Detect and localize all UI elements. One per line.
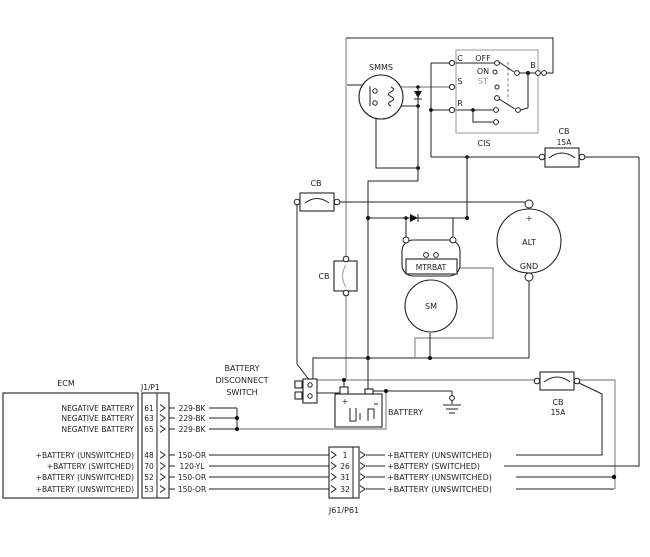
alt-label: ALT (522, 238, 536, 247)
ecm-pin: 52 (144, 473, 154, 482)
cis-key-switch: C OFF ON ST B S R CIS (448, 49, 553, 148)
wire-code: 150-OR (178, 451, 206, 460)
cis-terminal-c: C (457, 54, 463, 63)
circuit-breaker-main: CB (318, 255, 358, 297)
sm-label: SM (425, 302, 437, 311)
ecm-row-label: +BATTERY (UNSWITCHED) (36, 451, 134, 460)
circuit-breaker-key: CB 15A (538, 127, 586, 168)
j61-label: J61/P61 (328, 506, 359, 515)
cis-pos-on: ON (477, 67, 489, 76)
ecm-pin: 48 (144, 451, 154, 460)
ecm-pin: 63 (144, 414, 154, 423)
row-label: +BATTERY (UNSWITCHED) (387, 485, 492, 494)
right-row-labels: +BATTERY (UNSWITCHED) +BATTERY (SWITCHED… (387, 451, 492, 494)
diode-icon (410, 214, 419, 222)
cis-pos-st: ST (478, 77, 488, 86)
wire-codes: 229-BK 229-BK 229-BK 150-OR 120-YL 150-O… (175, 403, 209, 494)
ecm-connector-name: J1/P1 (140, 383, 160, 392)
circuit-breaker-batt: CB 15A (533, 371, 581, 417)
cis-terminal-r: R (457, 99, 463, 108)
j61-connector: 1 26 31 32 J61/P61 (328, 446, 366, 515)
cis-label: CIS (477, 139, 490, 148)
row-label: +BATTERY (UNSWITCHED) (387, 473, 492, 482)
starter-motor: MTRBAT SM (401, 236, 461, 333)
battery-label: BATTERY (388, 408, 423, 417)
ecm-row-label: +BATTERY (SWITCHED) (47, 462, 134, 471)
wiring-black (169, 37, 640, 490)
j61-pin: 26 (340, 462, 350, 471)
ecm-row-label: NEGATIVE BATTERY (61, 425, 134, 434)
battery-disconnect-switch: BATTERY DISCONNECT SWITCH (216, 364, 318, 404)
wire-code: 120-YL (180, 462, 206, 471)
mtrbat-label: MTRBAT (416, 263, 447, 272)
bds-label-2: DISCONNECT (216, 376, 269, 385)
cis-terminal-b: B (530, 61, 536, 70)
wire-code: 229-BK (179, 425, 207, 434)
pin-chevron-icons (159, 404, 166, 493)
wiring-gray (237, 38, 616, 489)
cb-key-label: CB (558, 127, 569, 136)
row-label: +BATTERY (UNSWITCHED) (387, 451, 492, 460)
bds-label-1: BATTERY (225, 364, 260, 373)
wire-code: 150-OR (178, 473, 206, 482)
cb-batt-label: CB (552, 398, 563, 407)
j61-pin: 32 (340, 485, 350, 494)
ecm-pin: 61 (144, 404, 154, 413)
wire-code: 150-OR (178, 485, 206, 494)
row-label: +BATTERY (SWITCHED) (387, 462, 480, 471)
alt-gnd: GND (520, 262, 538, 271)
cb-batt-rating: 15A (551, 408, 567, 417)
wire-code: 229-BK (179, 414, 207, 423)
circuit-breaker-alt: CB (293, 179, 341, 212)
ecm-row-label: NEGATIVE BATTERY (61, 404, 134, 413)
pin-chevron-icons (330, 451, 366, 493)
ecm-connector: ECM J1/P1 NEGATIVE BATTERY NEGATIVE BATT… (2, 379, 209, 499)
ecm-row-label: +BATTERY (UNSWITCHED) (36, 473, 134, 482)
ecm-pin: 70 (144, 462, 154, 471)
battery-plus: + (342, 397, 349, 406)
ecm-title: ECM (57, 379, 75, 388)
bds-label-3: SWITCH (226, 388, 257, 397)
wire-code: 229-BK (179, 404, 207, 413)
alt-plus: + (526, 214, 533, 223)
ecm-row-label: +BATTERY (UNSWITCHED) (36, 485, 134, 494)
battery: + BATTERY (334, 386, 461, 428)
diode-icon (414, 91, 422, 100)
cb-main-label: CB (318, 272, 329, 281)
cis-pos-off: OFF (475, 54, 491, 63)
j61-pin: 31 (340, 473, 350, 482)
smms-label: SMMS (369, 63, 393, 72)
cb-alt-label: CB (310, 179, 321, 188)
junction-dots (235, 71, 617, 480)
cb-key-rating: 15A (557, 138, 573, 147)
smms-relay: SMMS (358, 63, 422, 120)
ecm-row-label: NEGATIVE BATTERY (61, 414, 134, 423)
ecm-pin: 53 (144, 485, 154, 494)
j61-pin: 1 (343, 451, 348, 460)
ground-icon (443, 395, 461, 414)
alternator: + ALT GND (496, 199, 562, 282)
cis-terminal-s: S (457, 77, 462, 86)
ecm-pin: 65 (144, 425, 154, 434)
